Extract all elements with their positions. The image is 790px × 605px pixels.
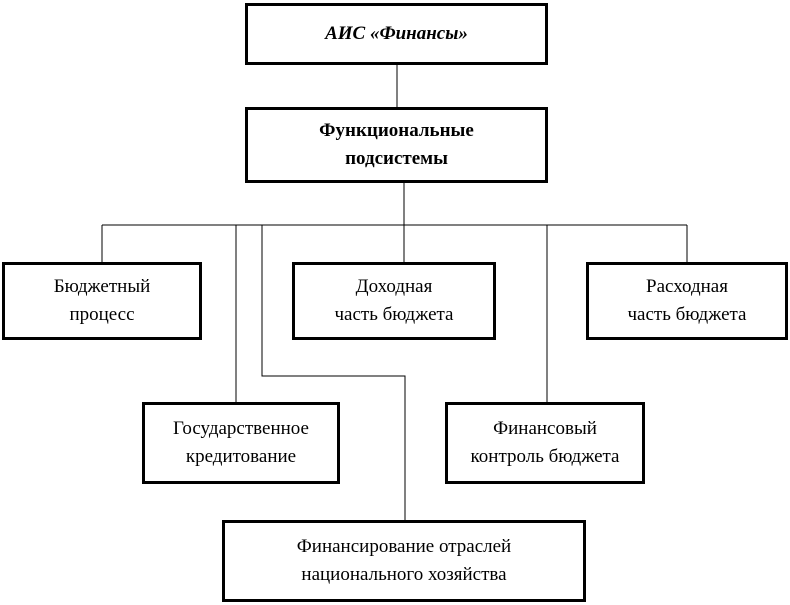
budget-process-node: Бюджетный процесс bbox=[2, 262, 202, 340]
income-part-label: Доходная часть бюджета bbox=[334, 276, 454, 325]
expense-part-node: Расходная часть бюджета bbox=[586, 262, 788, 340]
industry-financing-label: Финансирование отраслей национального хо… bbox=[296, 536, 512, 585]
financial-control-node: Финансовый контроль бюджета bbox=[445, 402, 645, 484]
functional-subsystems-label: Функциональные подсистемы bbox=[319, 120, 474, 169]
financial-control-label: Финансовый контроль бюджета bbox=[470, 418, 620, 467]
budget-process-label: Бюджетный процесс bbox=[53, 276, 151, 325]
expense-part-label: Расходная часть бюджета bbox=[627, 276, 747, 325]
root-node-label: АИС «Финансы» bbox=[325, 23, 468, 44]
root-node-ais-finance: АИС «Финансы» bbox=[245, 3, 548, 65]
connector-to-industry-financing bbox=[261, 225, 406, 520]
industry-financing-node: Финансирование отраслей национального хо… bbox=[222, 520, 586, 602]
state-crediting-node: Государственное кредитование bbox=[142, 402, 340, 484]
functional-subsystems-node: Функциональные подсистемы bbox=[245, 107, 548, 183]
state-crediting-label: Государственное кредитование bbox=[173, 418, 309, 467]
income-part-node: Доходная часть бюджета bbox=[292, 262, 496, 340]
